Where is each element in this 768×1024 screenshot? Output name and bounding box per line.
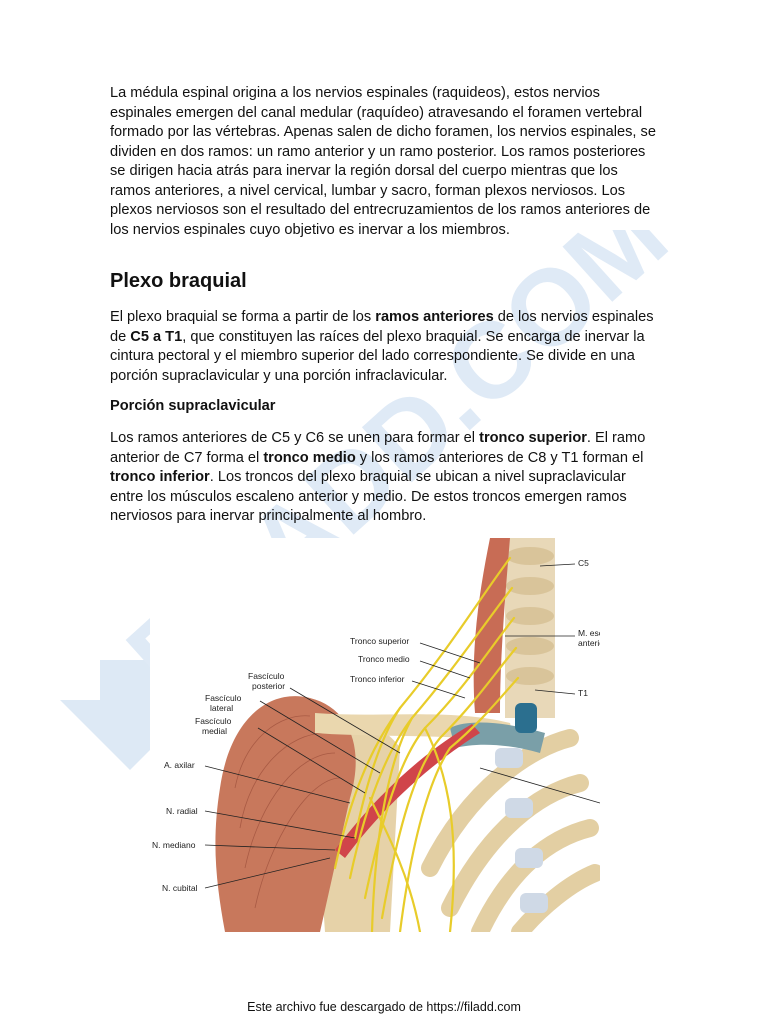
plexo-bold-2: C5 a T1 [130,328,183,345]
label-fasciculo-posterior-2: posterior [252,681,285,691]
heading-porcion-supraclavicular: Porción supraclavicular [110,398,276,414]
label-c5: C5 [578,558,589,568]
heading-plexo-braquial: Plexo braquial [110,270,247,292]
label-n-mediano: N. mediano [152,840,196,850]
label-tronco-inferior: Tronco inferior [350,674,405,684]
label-tronco-medio: Tronco medio [358,654,410,664]
scalene-muscle [473,538,510,713]
supra-text-1: Los ramos anteriores de C5 y C6 se unen … [110,430,480,446]
supra-bold-2: tronco medio [263,449,356,466]
brachial-plexus-illustration: C5 M. escaleno anterior T1 Tronco superi… [150,538,600,932]
label-escaleno-1: M. escaleno [578,628,600,638]
intro-paragraph: La médula espinal origina a los nervios … [110,85,656,238]
supra-text-4: . Los troncos del plexo braquial se ubic… [110,469,627,524]
label-escaleno-2: anterior [578,638,600,648]
supra-text-3: y los ramos anteriores de C8 y T1 forman… [355,449,644,466]
spine [505,538,555,718]
plexo-bold-1: ramos anteriores [375,309,494,325]
plexo-text-1: El plexo braquial se forma a partir de l… [110,309,376,325]
label-t1: T1 [578,688,588,698]
supra-paragraph: Los ramos anteriores de C5 y C6 se unen … [110,429,658,527]
supra-bold-3: tronco inferior [110,469,210,485]
supra-text-2: . El ramo anterior de C7 forma el [110,430,646,466]
label-a-axilar: A. axilar [164,760,195,770]
plexo-paragraph: El plexo braquial se forma a partir de l… [110,308,658,386]
footer-note: Este archivo fue descargado de https://f… [247,1000,521,1014]
label-tronco-superior: Tronco superior [350,636,409,646]
plexo-text-3: , que constituyen las raíces del plexo b… [110,328,645,384]
jugular-vein [515,703,537,733]
label-fasciculo-medial-2: medial [202,726,227,736]
label-fasciculo-lateral-1: Fascículo [205,693,242,703]
label-fasciculo-posterior-1: Fascículo [248,671,285,681]
plexus-nerves [333,556,520,932]
label-n-radial: N. radial [166,806,198,816]
supra-bold-1: tronco superior [479,430,587,446]
deltoid-fibers [234,715,341,909]
label-fasciculo-medial-1: Fascículo [195,716,232,726]
label-n-cubital: N. cubital [162,883,198,893]
plexo-text-2: de los nervios espinales de [110,309,654,345]
leader-lines [204,563,600,889]
label-fasciculo-lateral-2: lateral [210,703,233,713]
costal-cartilage [495,748,548,913]
